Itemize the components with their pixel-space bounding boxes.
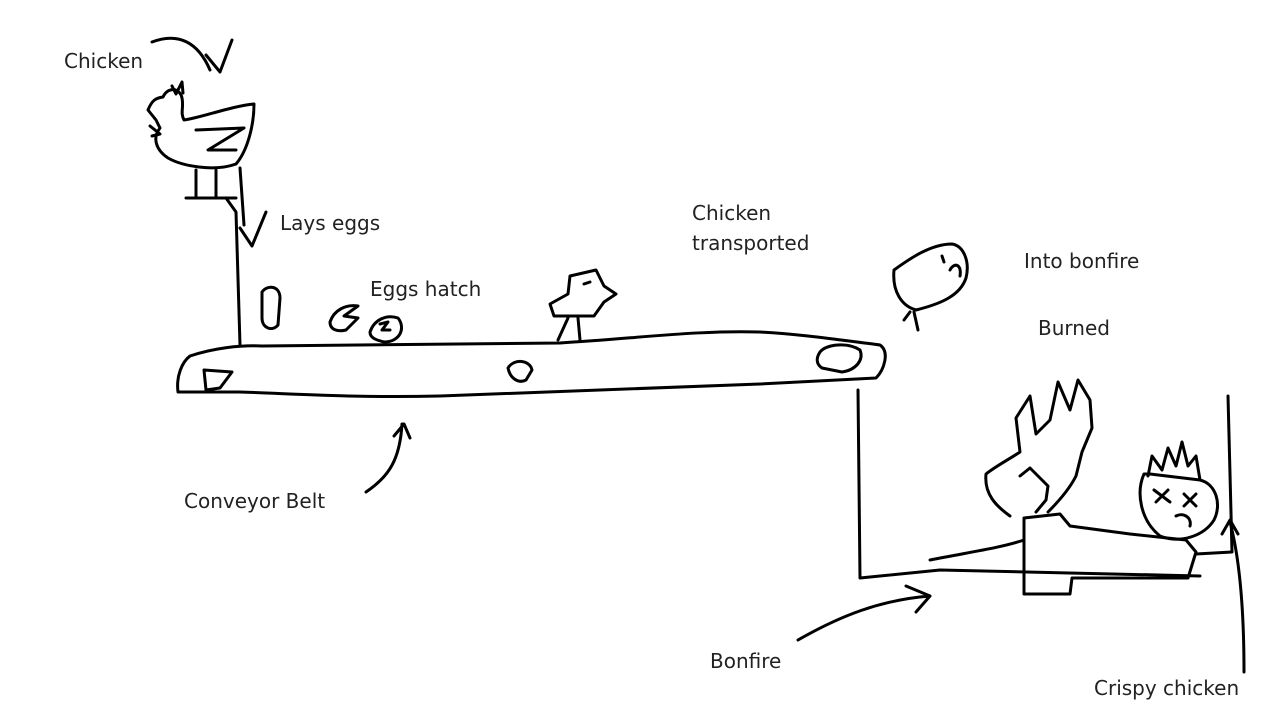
label-lays-eggs: Lays eggs [280,209,380,238]
bonfire-arrow [798,586,930,640]
label-chicken: Chicken [64,47,143,76]
belt-drop-wall [858,390,1200,578]
conveyor-belt [178,332,886,397]
label-eggs-hatch: Eggs hatch [370,275,481,304]
bonfire-flames [986,380,1092,516]
crispy-chicken-head [1140,442,1217,539]
falling-egg [262,287,280,328]
label-chicken-transported-line2: transported [692,229,809,258]
conveyor-belt-arrow [366,424,410,492]
lays-eggs-arrow [240,168,266,246]
chicken-post [226,198,240,345]
label-into-bonfire: Into bonfire [1024,247,1139,276]
chicken-pointer-arrow [152,38,232,72]
label-chicken-transported-line1: Chicken [692,199,771,228]
label-conveyor-belt: Conveyor Belt [184,487,325,516]
label-burned: Burned [1038,314,1110,343]
chick-on-belt [550,270,616,340]
hatching-eggs [330,306,402,342]
label-bonfire: Bonfire [710,647,781,676]
label-crispy-chicken: Crispy chicken [1094,674,1239,703]
adult-chicken-drawing [148,82,254,198]
falling-sad-chick [894,244,967,330]
